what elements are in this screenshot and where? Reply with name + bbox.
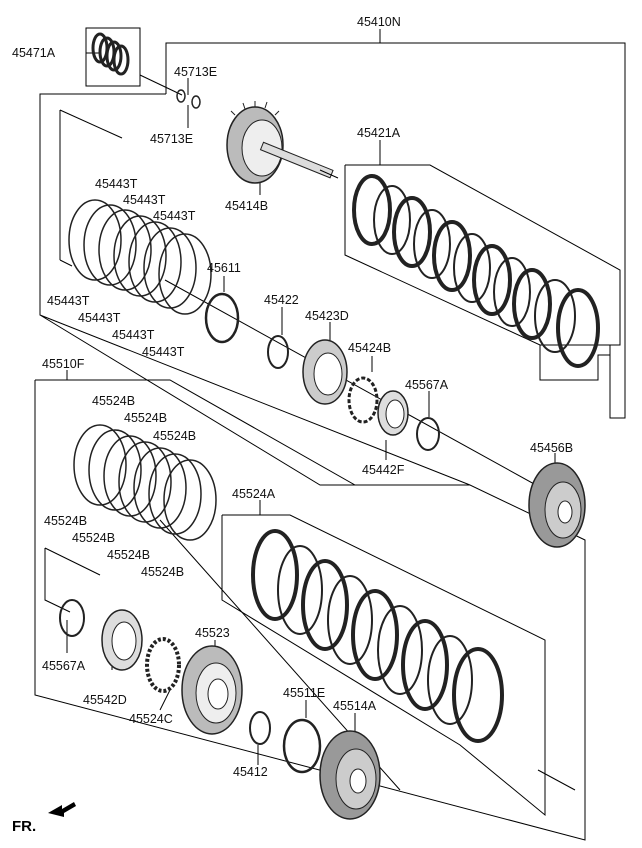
label-45524B-1: 45524B	[92, 394, 135, 408]
label-45511E: 45511E	[283, 686, 325, 700]
ring-45422	[267, 335, 289, 369]
retainer-45442F	[377, 390, 409, 436]
label-45524C: 45524C	[129, 712, 173, 726]
hub-45514A	[319, 730, 381, 820]
label-45443T-5: 45443T	[78, 311, 121, 325]
shaft-gear-45414B	[226, 101, 339, 184]
label-45524B-2: 45524B	[124, 411, 167, 425]
snap-ring-45567A-lower	[59, 599, 85, 637]
label-45567A-upper: 45567A	[405, 378, 449, 392]
label-45524B-4: 45524B	[44, 514, 87, 528]
label-45424B: 45424B	[348, 341, 391, 355]
label-45412: 45412	[233, 765, 268, 779]
snap-ring-box-lower	[44, 547, 101, 613]
label-45471A: 45471A	[12, 46, 56, 60]
part-labels: 45410N 45471A 45713E 45713E 45421A 45414…	[12, 15, 573, 779]
front-arrow-icon	[48, 802, 76, 817]
label-45713E-bottom: 45713E	[150, 132, 193, 146]
label-45524B-3: 45524B	[153, 429, 196, 443]
label-45524B-6: 45524B	[107, 548, 150, 562]
spring-45471A	[85, 27, 141, 87]
spring-pack-45524C	[145, 637, 181, 693]
piston-45423D	[302, 339, 348, 405]
assembly-outline-45510F	[34, 370, 586, 841]
o-ring-45611	[204, 292, 240, 344]
snap-rings-45524B	[73, 424, 217, 541]
label-45523: 45523	[195, 626, 230, 640]
label-45442F: 45442F	[362, 463, 405, 477]
label-45524A: 45524A	[232, 487, 276, 501]
label-45443T-4: 45443T	[47, 294, 90, 308]
front-label: FR.	[12, 818, 36, 835]
label-45421A: 45421A	[357, 126, 401, 140]
label-45443T-3: 45443T	[153, 209, 196, 223]
label-45524B-7: 45524B	[141, 565, 184, 579]
ring-45412	[249, 711, 271, 745]
label-45443T-1: 45443T	[95, 177, 138, 191]
label-45410N: 45410N	[357, 15, 401, 29]
snap-rings-45443T	[68, 199, 212, 315]
label-45443T-2: 45443T	[123, 193, 166, 207]
label-45422: 45422	[264, 293, 299, 307]
label-45611: 45611	[207, 261, 241, 275]
snap-ring-box-upper	[59, 109, 123, 267]
clutch-pack-box-upper	[344, 164, 621, 346]
front-direction-indicator: FR.	[12, 802, 76, 835]
label-45567A-lower: 45567A	[42, 659, 86, 673]
clutch-discs-45421A	[352, 174, 600, 368]
label-45542D: 45542D	[83, 693, 127, 707]
label-45414B: 45414B	[225, 199, 268, 213]
label-45443T-6: 45443T	[112, 328, 155, 342]
clutch-pack-box-lower	[221, 514, 546, 817]
label-45524B-5: 45524B	[72, 531, 115, 545]
label-45443T-7: 45443T	[142, 345, 185, 359]
o-ring-45511E	[282, 718, 322, 774]
spring-retainer-45424B	[347, 376, 379, 424]
plate-45542D	[101, 609, 143, 671]
snap-ring-45567A-upper	[416, 417, 440, 451]
label-45510F: 45510F	[42, 357, 85, 371]
seal-rings-45713E	[176, 89, 201, 109]
label-45456B: 45456B	[530, 441, 573, 455]
clutch-discs-45524A	[251, 529, 504, 743]
label-45514A: 45514A	[333, 699, 377, 713]
hub-45456B	[528, 462, 586, 548]
piston-45523	[181, 645, 243, 735]
label-45713E-top: 45713E	[174, 65, 217, 79]
label-45423D: 45423D	[305, 309, 349, 323]
